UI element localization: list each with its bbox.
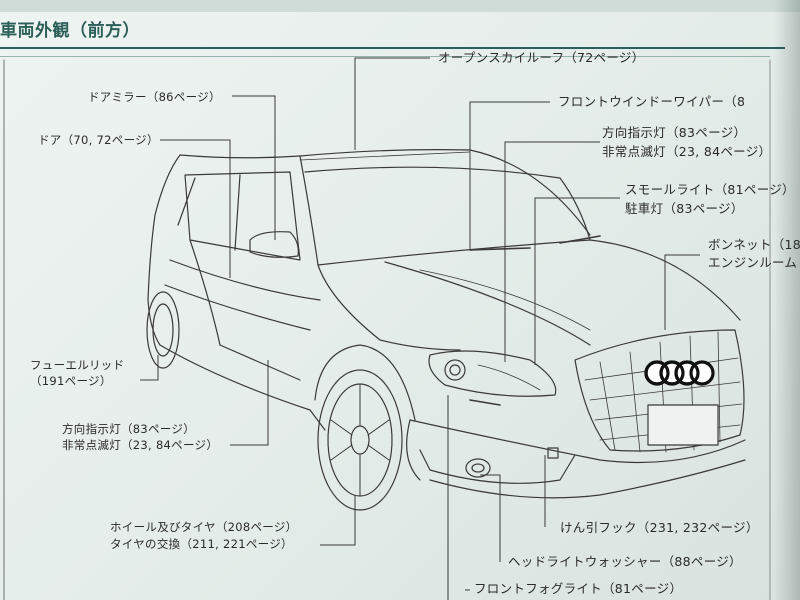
top-header-strip — [0, 0, 800, 12]
callout-turn-signal-front: 方向指示灯（83ページ） — [602, 125, 747, 140]
page-binding-shadow — [774, 0, 800, 600]
callout-wheel-tire: ホイール及びタイヤ（208ページ） — [110, 520, 298, 534]
callout-headlight-washer: ヘッドライトウォッシャー（88ページ） — [508, 554, 742, 569]
section-title: 車両外観（前方） — [0, 21, 140, 41]
callout-fuel-lid: フューエルリッド — [30, 358, 125, 372]
callout-engine-room: エンジンルーム（ — [708, 255, 800, 270]
callout-front-wiper: フロントウインドーワイパー（8 — [558, 94, 746, 109]
callout-door-mirror: ドアミラー（86ページ） — [88, 90, 221, 104]
callout-tow-hook: けん引フック（231, 232ページ） — [560, 520, 759, 535]
callout-turn-signal-side: 方向指示灯（83ページ） — [62, 422, 196, 436]
callout-tire-change: タイヤの交換（211, 221ページ） — [110, 537, 293, 551]
callout-open-sky-roof: オープンスカイルーフ（72ページ） — [438, 50, 645, 65]
callout-hazard-side: 非常点滅灯（23, 84ページ） — [62, 438, 219, 452]
callout-small-light: スモールライト（81ページ） — [625, 182, 795, 197]
callout-front-fog: フロントフォグライト（81ページ） — [474, 581, 683, 596]
callout-hazard-front: 非常点滅灯（23, 84ページ） — [602, 144, 772, 159]
callout-fuel-lid-page: （191ページ） — [30, 374, 112, 388]
callout-bonnet: ボンネット（18 — [708, 237, 800, 252]
content-frame-rule — [0, 56, 770, 57]
callout-door: ドア（70, 72ページ） — [38, 133, 159, 147]
callout-parking-light: 駐車灯（83ページ） — [625, 201, 744, 216]
title-underline — [0, 47, 785, 49]
